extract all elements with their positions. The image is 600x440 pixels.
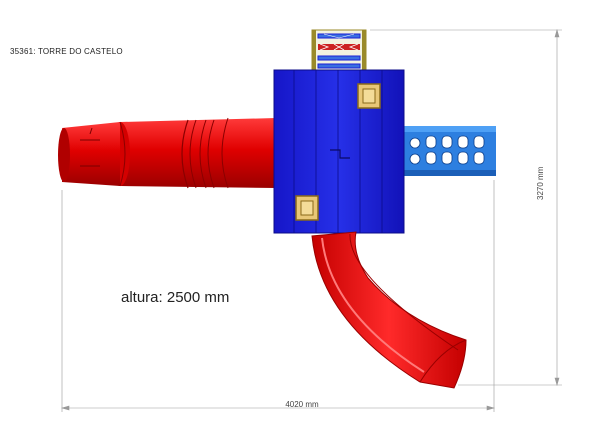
drawing-title: 35361: TORRE DO CASTELO [10, 47, 123, 56]
width-dimension-label: 4020 mm [285, 400, 319, 409]
tube-slide [58, 117, 276, 189]
width-dimension-lines [60, 180, 496, 412]
crawl-bridge [404, 126, 496, 176]
ladder [311, 29, 367, 75]
height-dimension-lines [370, 28, 562, 387]
height-dimension-label: 3270 mm [536, 166, 545, 200]
curved-slide [311, 231, 467, 389]
tower [273, 69, 405, 234]
height-label: altura: 2500 mm [121, 289, 230, 306]
